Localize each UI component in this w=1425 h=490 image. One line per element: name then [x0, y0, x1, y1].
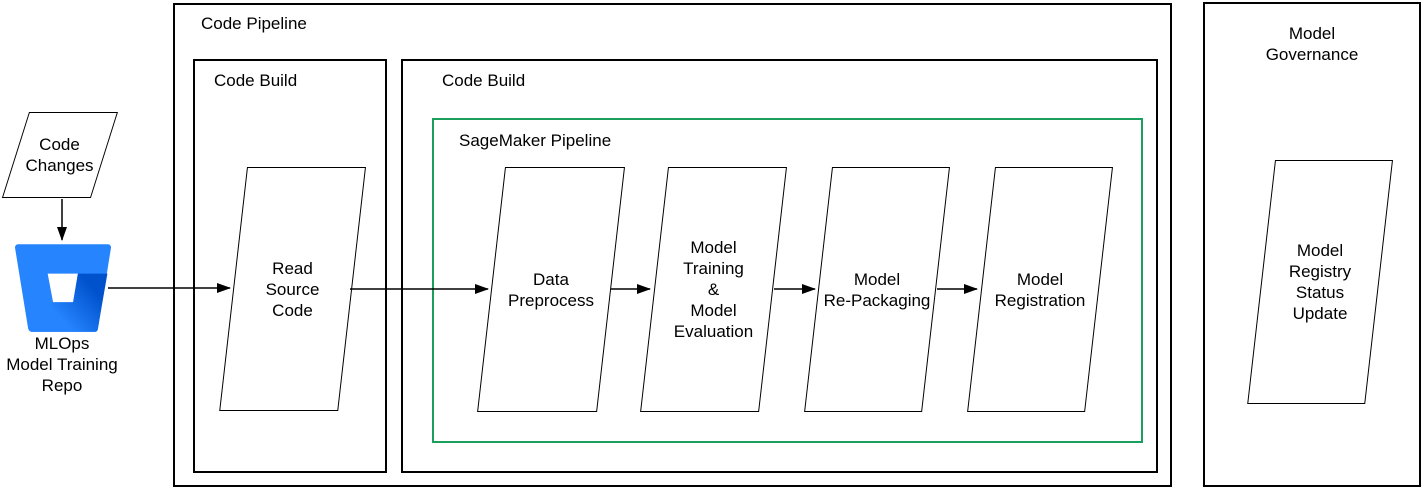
model-governance-label: Model Governance [1265, 24, 1359, 64]
sagemaker-pipeline-label: SageMaker Pipeline [459, 131, 612, 150]
sagemaker-pipeline-box: SageMaker Pipeline [432, 118, 1143, 443]
code-changes-shape [1, 112, 118, 198]
code-pipeline-label: Code Pipeline [201, 14, 307, 33]
code-build-pipeline-label: Code Build [442, 71, 526, 90]
model-governance-box: Model Governance [1203, 2, 1421, 487]
mlops-repo-label: MLOps Model Training Repo [6, 334, 118, 395]
code-build-source-label: Code Build [214, 71, 298, 90]
code-build-pipeline-box: Code Build [401, 59, 1158, 473]
code-build-source-box: Code Build [193, 59, 387, 473]
code-pipeline-box: Code Pipeline [173, 3, 1172, 487]
bitbucket-icon [14, 243, 112, 333]
